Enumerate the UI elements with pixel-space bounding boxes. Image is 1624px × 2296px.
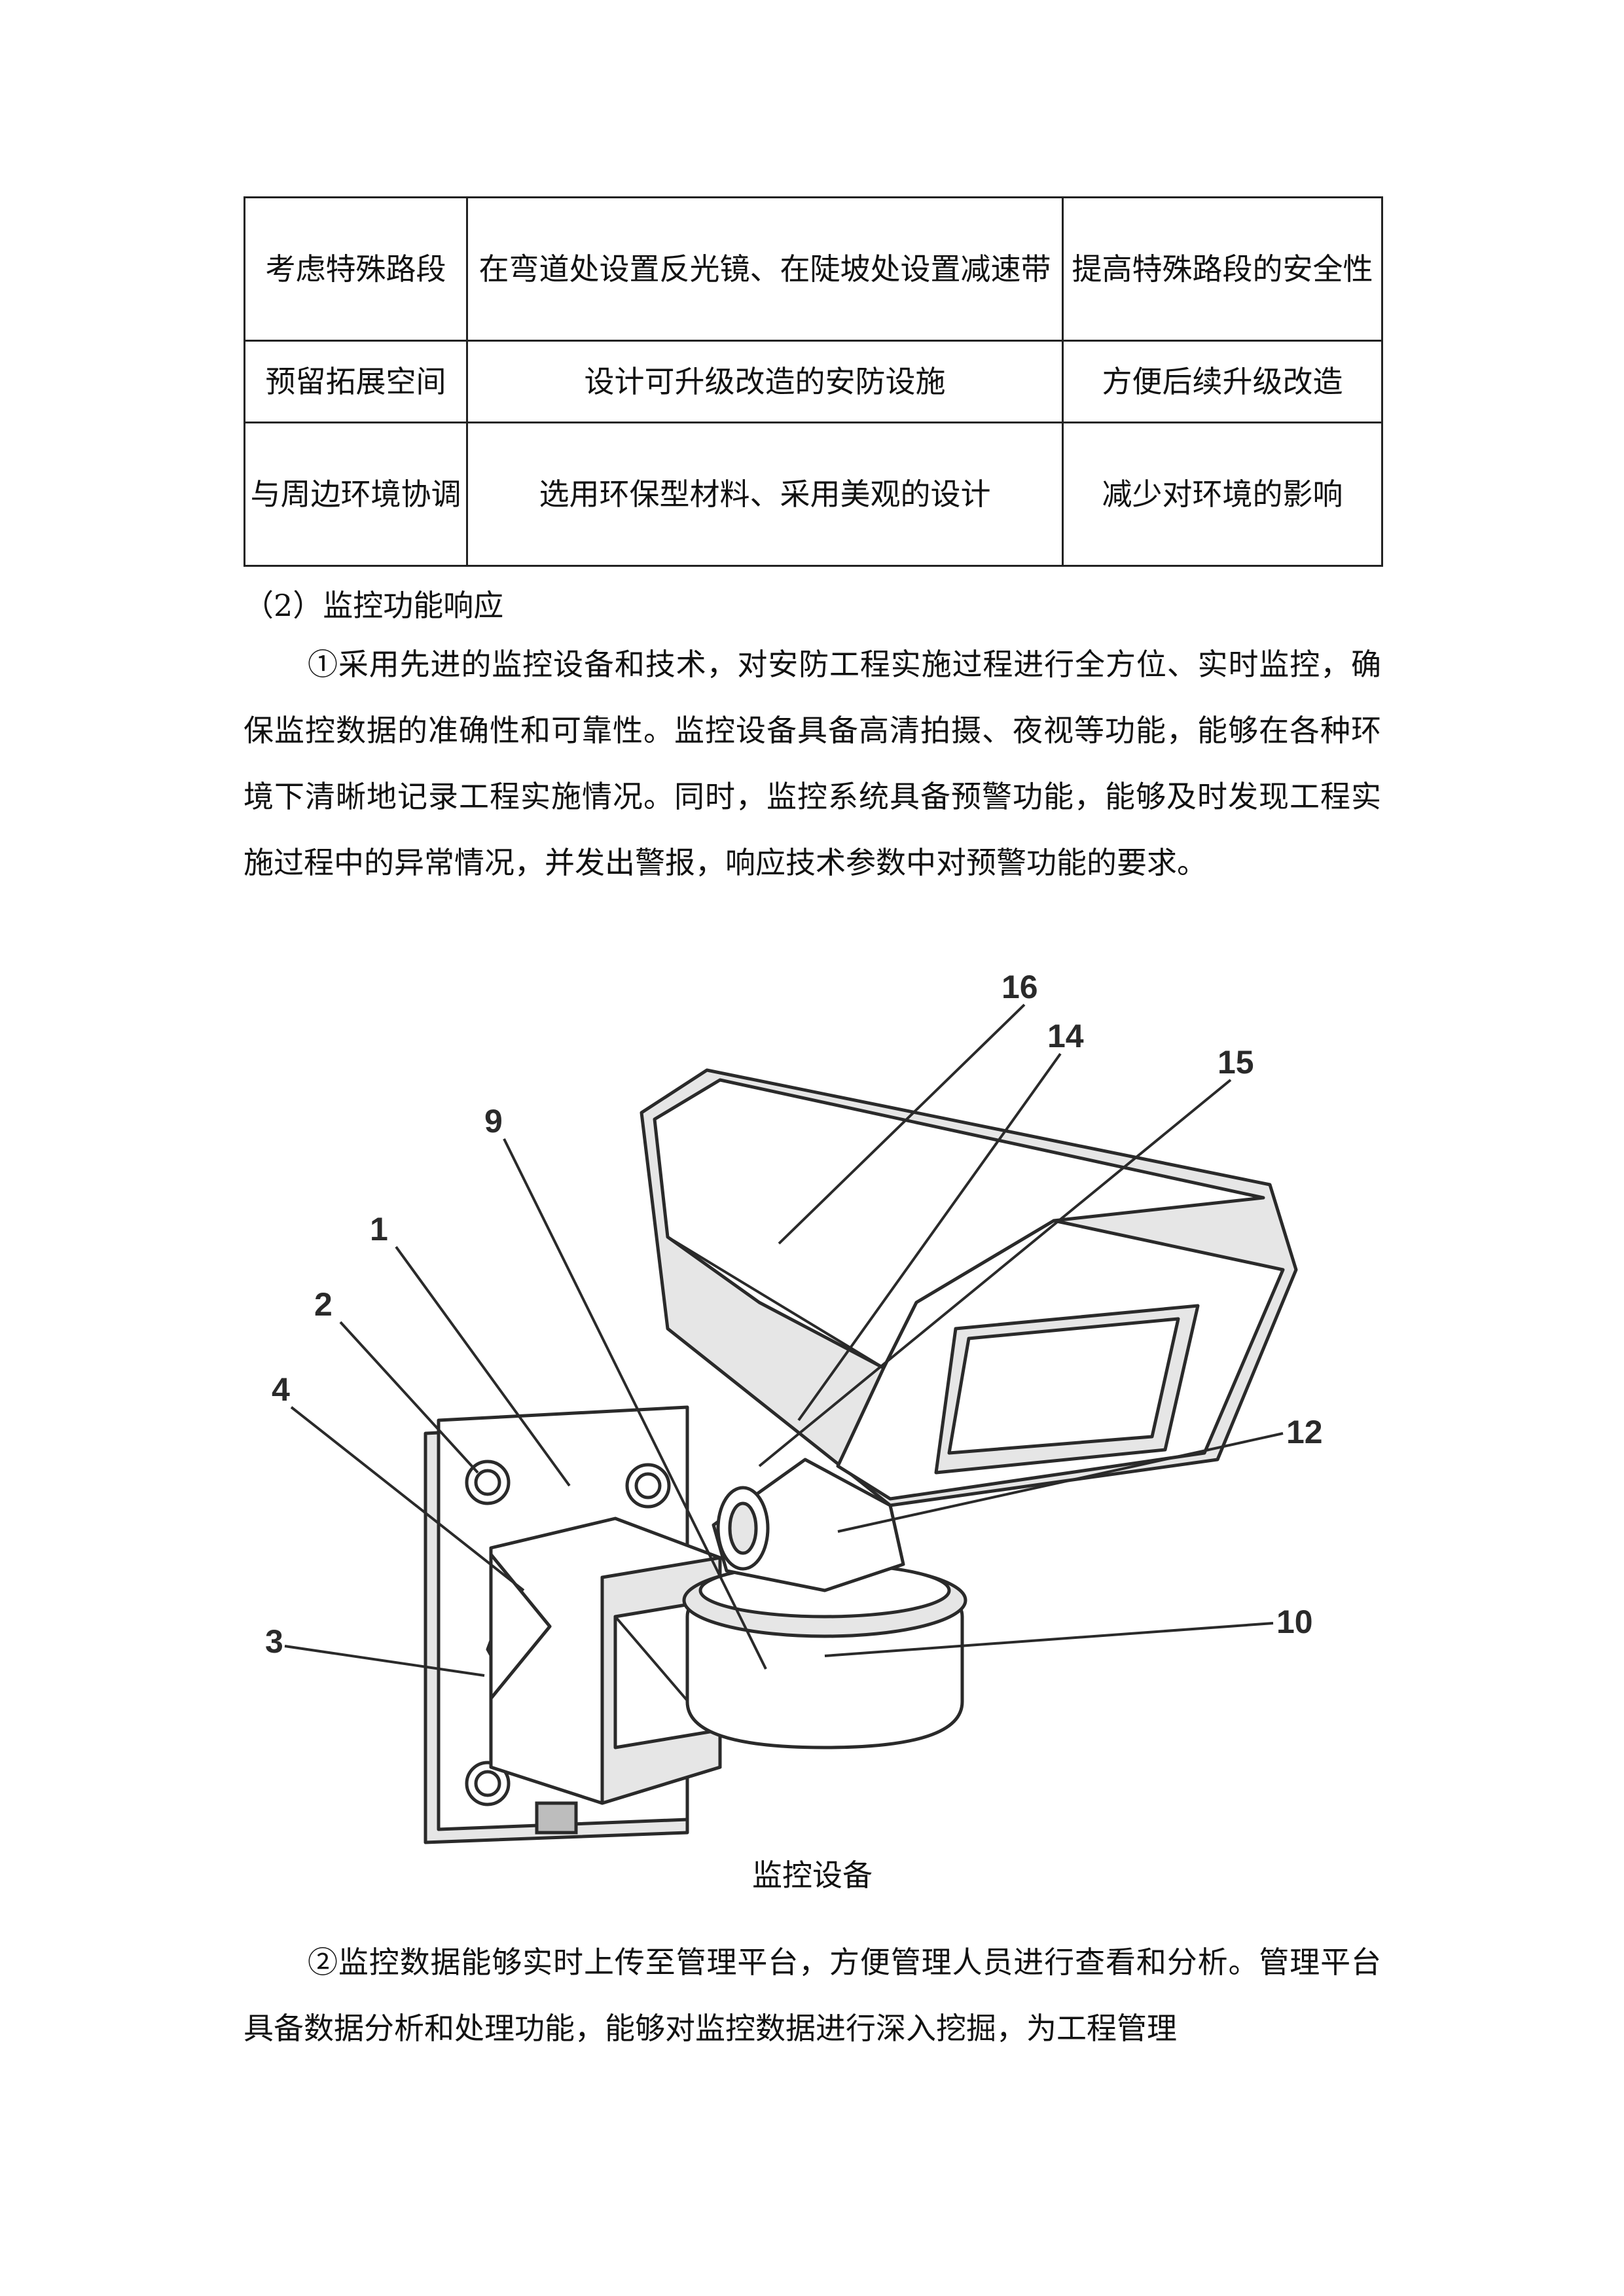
callout-2: 2 xyxy=(314,1286,333,1323)
table-cell-method: 设计可升级改造的安防设施 xyxy=(466,340,1064,423)
callout-1: 1 xyxy=(370,1211,388,1247)
table-row: 预留拓展空间 设计可升级改造的安防设施 方便后续升级改造 xyxy=(244,340,1383,423)
body-paragraph: ①采用先进的监控设备和技术，对安防工程实施过程进行全方位、实时监控，确保监控数据… xyxy=(244,647,1381,880)
callout-labels: 16 14 15 9 1 2 4 3 12 10 xyxy=(265,969,1323,1660)
section-heading: （2）监控功能响应 xyxy=(244,588,504,623)
callout-12: 12 xyxy=(1286,1414,1323,1450)
callout-3: 3 xyxy=(265,1623,283,1660)
callout-10: 10 xyxy=(1276,1604,1313,1640)
callout-16: 16 xyxy=(1001,969,1038,1005)
table-cell-measure: 与周边环境协调 xyxy=(244,422,468,567)
table-cell-method: 选用环保型材料、采用美观的设计 xyxy=(466,422,1064,567)
figure-caption: 监控设备 xyxy=(752,1857,873,1893)
table-cell-measure: 预留拓展空间 xyxy=(244,340,468,423)
callout-15: 15 xyxy=(1218,1044,1254,1081)
callout-9: 9 xyxy=(484,1103,503,1139)
table-cell-effect: 减少对环境的影响 xyxy=(1062,422,1383,567)
callout-14: 14 xyxy=(1047,1018,1084,1054)
callout-leaders xyxy=(284,1003,1284,1677)
camera-diagram: 16 14 15 9 1 2 4 3 12 10 xyxy=(262,962,1375,1846)
camera-neck xyxy=(712,1458,905,1592)
table-row: 考虑特殊路段 在弯道处设置反光镜、在陡坡处设置减速带 提高特殊路段的安全性 xyxy=(244,196,1383,342)
measures-table: 考虑特殊路段 在弯道处设置反光镜、在陡坡处设置减速带 提高特殊路段的安全性 预留… xyxy=(244,196,1383,567)
body-paragraph: ②监控数据能够实时上传至管理平台，方便管理人员进行查看和分析。管理平台具备数据分… xyxy=(244,1945,1381,2046)
callout-4: 4 xyxy=(272,1371,290,1408)
table-cell-effect: 方便后续升级改造 xyxy=(1062,340,1383,423)
camera-drawing: 16 14 15 9 1 2 4 3 12 10 xyxy=(265,969,1323,1844)
table-row: 与周边环境协调 选用环保型材料、采用美观的设计 减少对环境的影响 xyxy=(244,422,1383,567)
table-cell-effect: 提高特殊路段的安全性 xyxy=(1062,196,1383,342)
table-cell-measure: 考虑特殊路段 xyxy=(244,196,468,342)
table-cell-method: 在弯道处设置反光镜、在陡坡处设置减速带 xyxy=(466,196,1064,342)
camera-housing xyxy=(640,1068,1298,1507)
